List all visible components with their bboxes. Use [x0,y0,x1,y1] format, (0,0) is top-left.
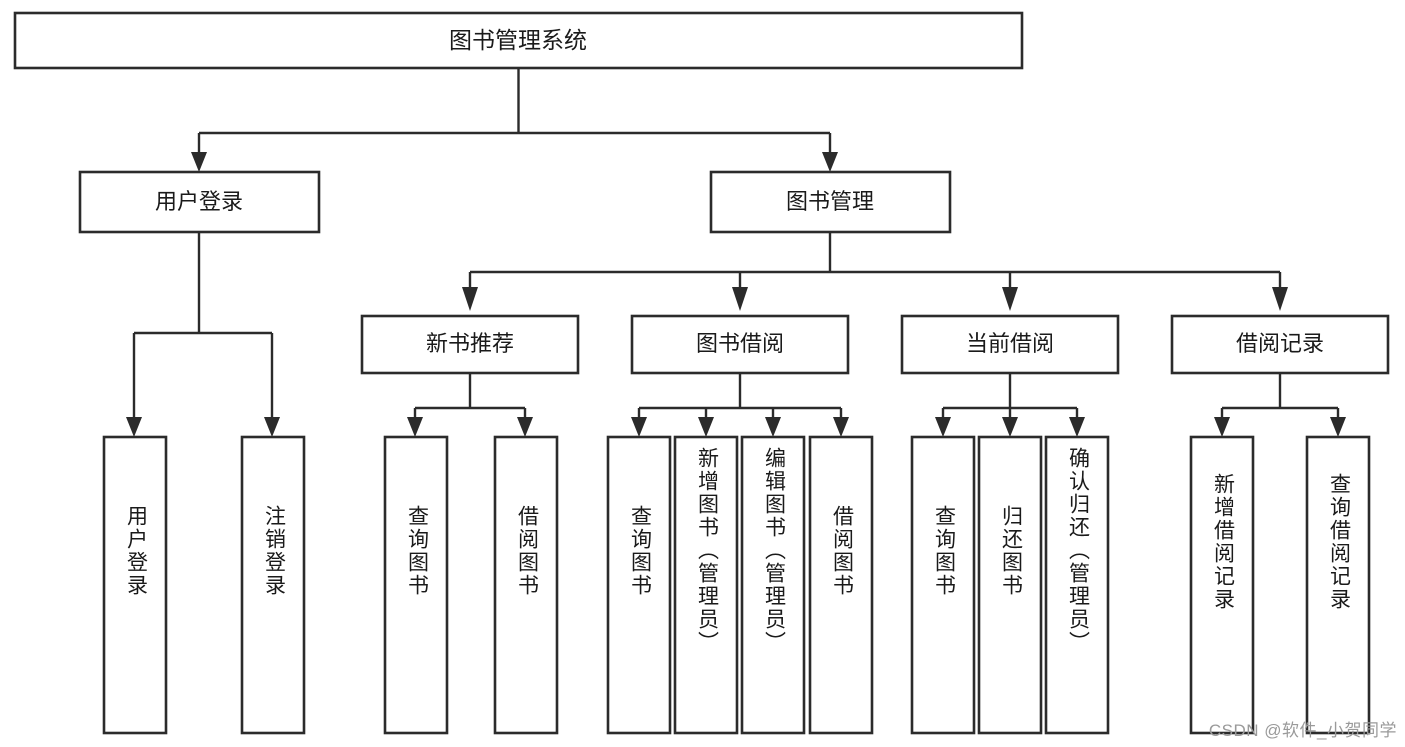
connector-group-bookborrow [631,373,849,437]
leaf-box-query-book-2[interactable] [606,435,672,735]
leaf-box-query-book-1[interactable] [383,435,449,735]
arrow-head-userlogin [191,152,207,172]
connector-group-borrowrecord [1214,373,1346,437]
arrow-head-leaf-add-record [1214,417,1230,437]
arrow-head-borrow-record [1272,287,1288,311]
node-root[interactable]: 图书管理系统 [13,11,1024,70]
arrow-head-leaf-user-login [126,417,142,437]
node-current-borrow-box[interactable] [900,314,1120,375]
node-current-borrow[interactable]: 当前借阅 [900,314,1120,375]
node-book-manage[interactable]: 图书管理 [709,170,952,234]
connector-group-root [191,68,838,172]
leaf-box-confirm-return[interactable] [1044,435,1110,735]
node-root-label: 图书管理系统 [449,27,587,53]
leaf-box-user-logout[interactable] [240,435,306,735]
node-user-login[interactable]: 用户登录 [78,170,321,234]
arrow-head-current-borrow [1002,287,1018,311]
node-user-login-label: 用户登录 [155,189,243,214]
node-book-manage-box[interactable] [709,170,952,234]
leaf-box-query-book-3[interactable] [910,435,976,735]
arrow-head-leaf-borrow-book-1 [517,417,533,437]
node-book-borrow[interactable]: 图书借阅 [630,314,850,375]
node-current-borrow-label: 当前借阅 [966,331,1054,356]
connector-group-newbook [407,373,533,437]
leaf-box-add-record[interactable] [1189,435,1255,735]
arrow-head-bookmanage [822,152,838,172]
leaf-box-borrow-book-1[interactable] [493,435,559,735]
connector-group-userlogin [126,232,280,437]
arrow-head-leaf-query-record [1330,417,1346,437]
arrow-head-leaf-query-book-2 [631,417,647,437]
node-borrow-record[interactable]: 借阅记录 [1170,314,1390,375]
leaf-box-edit-book[interactable] [740,435,806,735]
leaf-box-return-book[interactable] [977,435,1043,735]
connector-group-currentborrow [935,373,1085,437]
arrow-head-leaf-query-book-1 [407,417,423,437]
csdn-watermark: CSDN @软件_小贺同学 [1208,721,1397,740]
node-new-book-recommend-label: 新书推荐 [426,331,514,356]
leaf-box-query-record[interactable] [1305,435,1371,735]
connector-group-bookmanage [462,232,1288,311]
node-book-borrow-label: 图书借阅 [696,331,784,356]
node-book-manage-label: 图书管理 [786,189,874,214]
arrow-head-leaf-query-book-3 [935,417,951,437]
node-new-book-recommend[interactable]: 新书推荐 [360,314,580,375]
leaf-box-add-book[interactable] [673,435,739,735]
node-borrow-record-box[interactable] [1170,314,1390,375]
arrow-head-new-book-recommend [462,287,478,311]
arrow-head-leaf-return-book [1002,417,1018,437]
arrow-head-leaf-borrow-book-2 [833,417,849,437]
arrow-head-leaf-confirm-return [1069,417,1085,437]
leaf-box-borrow-book-2[interactable] [808,435,874,735]
node-book-borrow-box[interactable] [630,314,850,375]
node-root-box[interactable] [13,11,1024,70]
arrow-head-leaf-add-book [698,417,714,437]
leaf-box-user-login[interactable] [102,435,168,735]
node-borrow-record-label: 借阅记录 [1236,331,1324,356]
arrow-head-leaf-edit-book [765,417,781,437]
node-new-book-recommend-box[interactable] [360,314,580,375]
arrow-head-leaf-user-logout [264,417,280,437]
arrow-head-book-borrow [732,287,748,311]
node-user-login-box[interactable] [78,170,321,234]
